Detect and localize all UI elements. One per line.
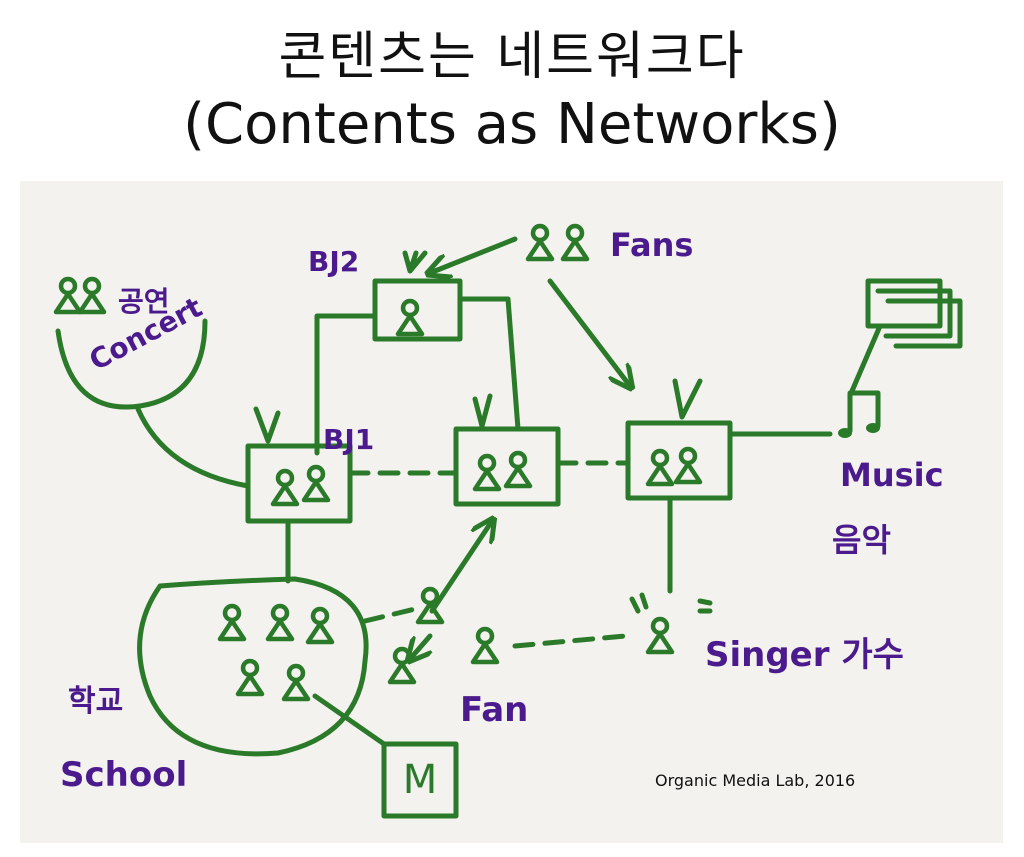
bj2-to-center-line — [457, 296, 521, 432]
title-english: (Contents as Networks) — [183, 92, 841, 157]
concert-korean-label: 공연 — [118, 285, 170, 318]
school-label: School — [60, 755, 187, 795]
bj2-to-bj1-line — [314, 313, 378, 456]
m-box — [381, 741, 459, 819]
bj2-box — [372, 278, 463, 342]
singer-label: Singer 가수 — [705, 635, 904, 675]
fan-to-fan-arrow — [410, 633, 430, 659]
music-label: Music — [840, 456, 944, 494]
school-fan-dashed-link — [362, 606, 418, 624]
music-note-icon — [847, 390, 881, 434]
fan-label: Fan — [460, 690, 528, 730]
bj1-sprout-icon — [253, 406, 281, 444]
concert-arc — [55, 318, 208, 410]
board-background — [20, 181, 1003, 843]
screens-to-music-line — [849, 323, 883, 394]
credit-text: Organic Media Lab, 2016 — [655, 771, 855, 790]
school-ellipse — [137, 576, 369, 757]
music-note-head-left — [838, 428, 852, 438]
m-box-label: M — [403, 757, 438, 803]
right-sprout-icon — [672, 378, 703, 420]
music-note-head-right — [866, 423, 880, 433]
bj2-label: BJ2 — [308, 245, 359, 278]
bj1-label: BJ1 — [323, 423, 374, 456]
center-sprout-icon — [472, 393, 493, 429]
school-korean-label: 학교 — [68, 684, 123, 719]
music-korean-label: 음악 — [832, 521, 891, 559]
school-to-m-line — [312, 693, 387, 747]
whiteboard-diagram: 공연 Concert BJ2 BJ1 Fans Music 음악 Fan Sin… — [20, 181, 1003, 843]
fan-to-center-arrow — [429, 521, 492, 614]
singer-sparkle-icon — [629, 592, 713, 614]
fan-singer-dashed-link — [512, 633, 628, 649]
fans-to-bj2-arrow — [430, 236, 518, 273]
bj1-box — [245, 443, 353, 524]
fans-label: Fans — [610, 226, 693, 264]
title-korean: 콘텐츠는 네트워크다 — [278, 27, 746, 87]
center-box — [453, 426, 561, 507]
concert-to-bj1-line — [135, 406, 251, 489]
screens-icon — [865, 278, 963, 349]
fans-to-right-arrow — [547, 278, 630, 386]
